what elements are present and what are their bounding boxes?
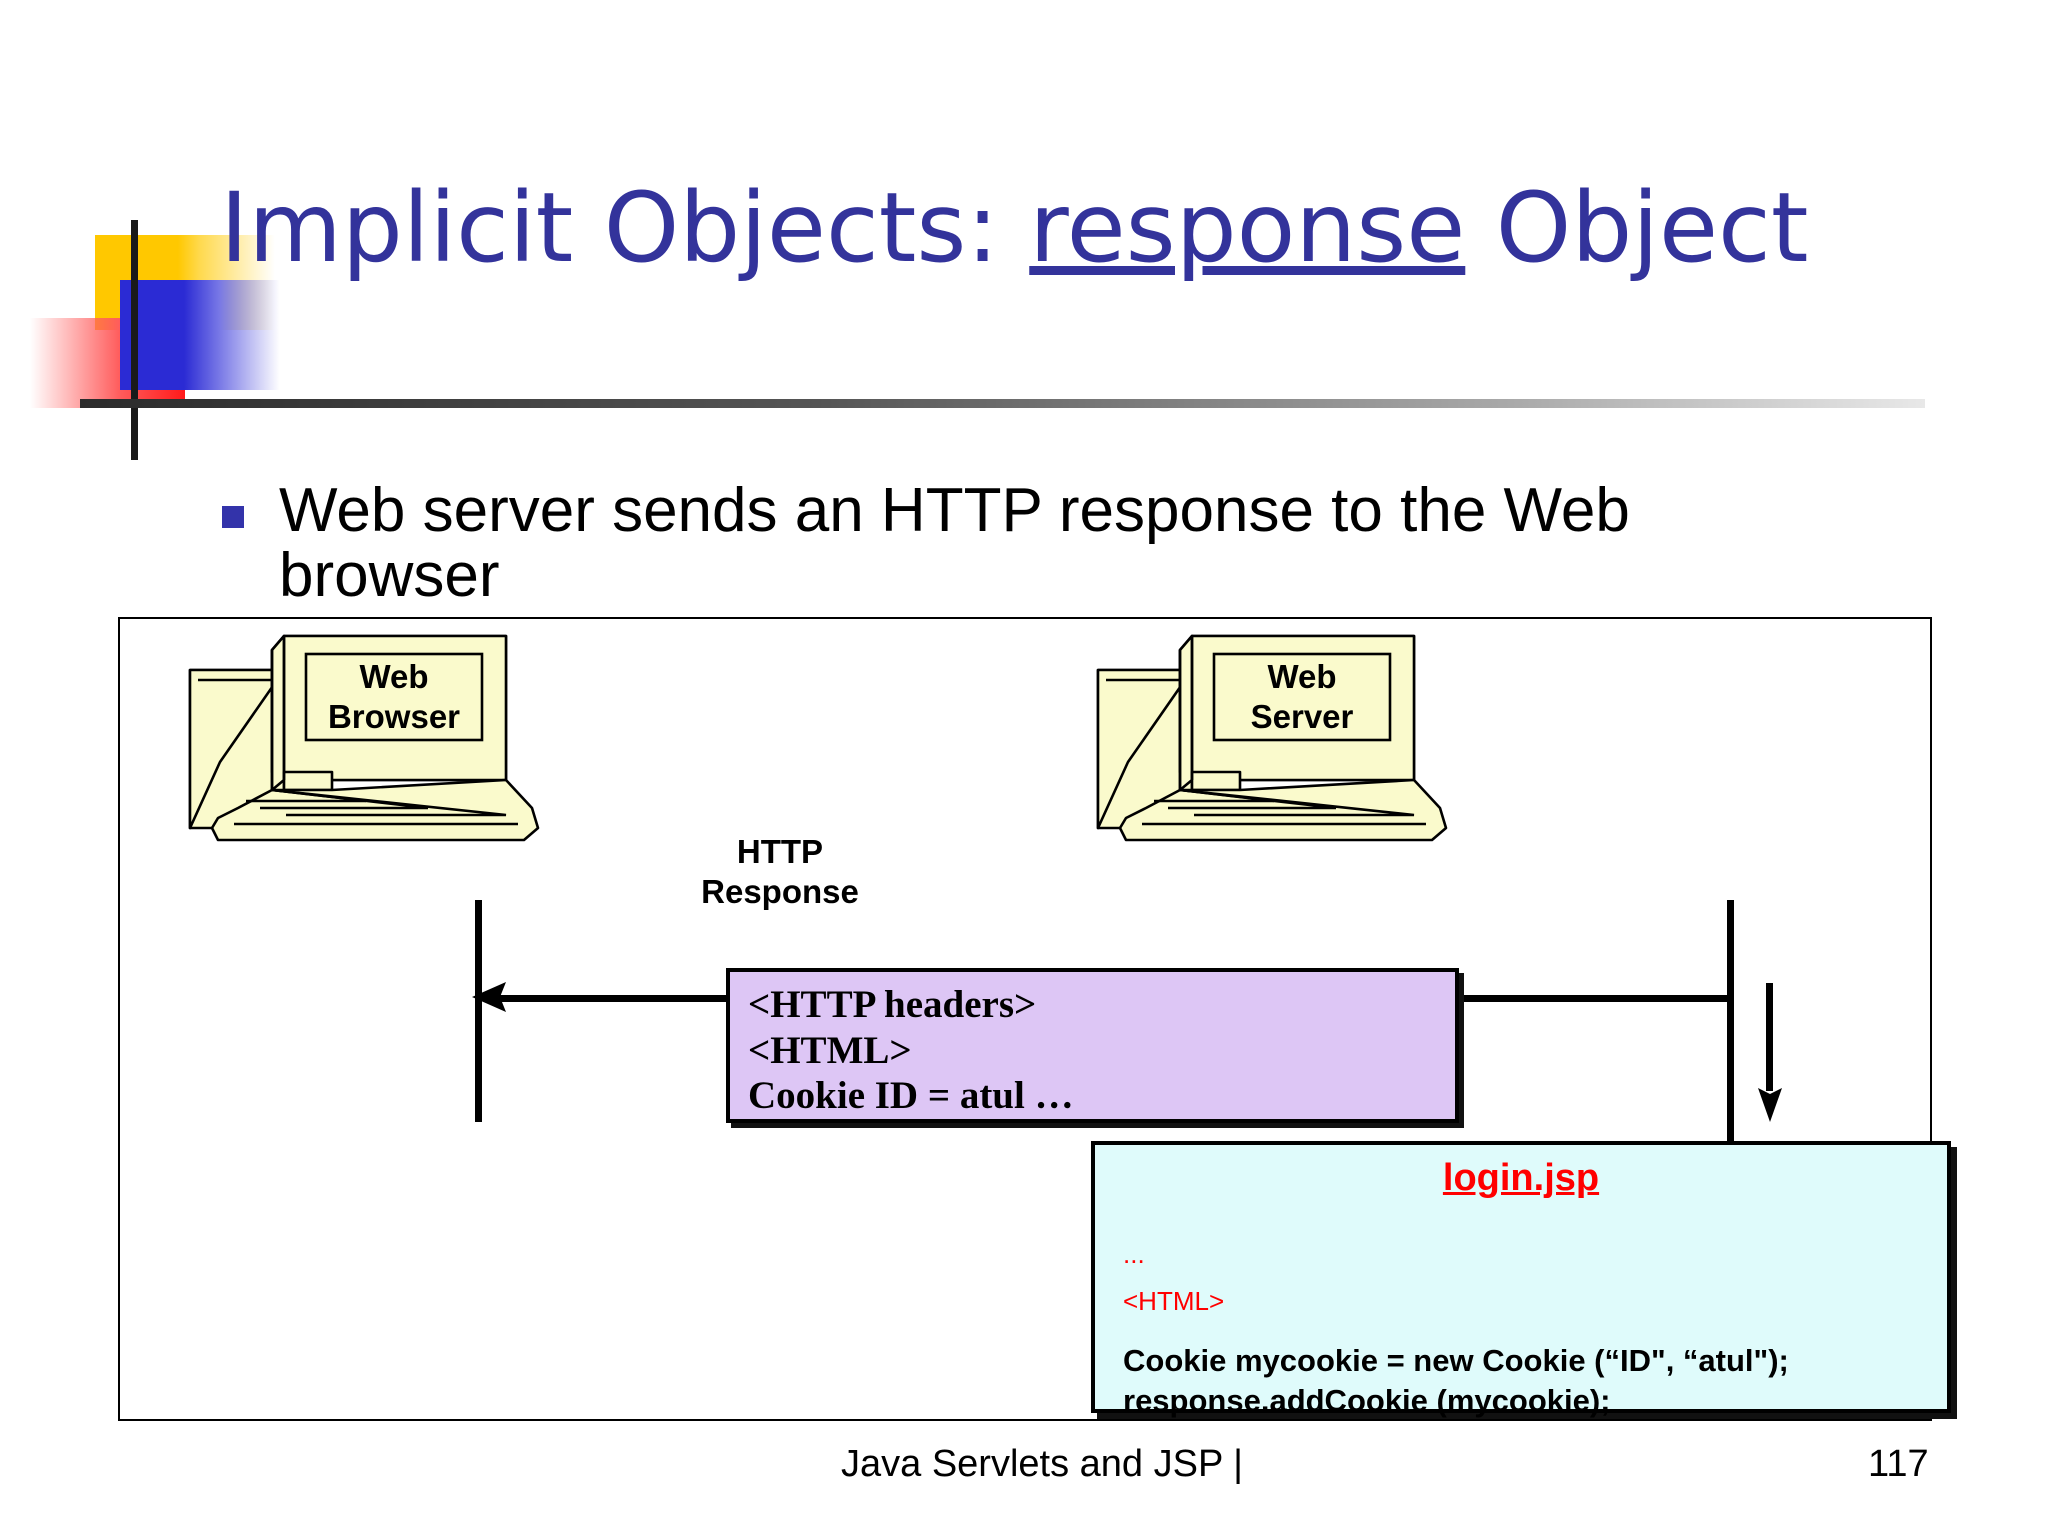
code-box-title: login.jsp	[1442, 1157, 1600, 1199]
flow-label-line2: Response	[701, 873, 859, 911]
code-line-add-cookie: response.addCookie (mycookie);	[1123, 1383, 1611, 1419]
web-browser-computer-illustration: Web Browser	[176, 632, 556, 882]
logo-vertical-line	[131, 220, 138, 460]
web-server-caption-line1: Web	[1267, 657, 1337, 695]
computer-icon	[188, 634, 540, 842]
web-browser-caption: Web Browser	[306, 654, 482, 740]
code-line-ellipsis: ...	[1123, 1239, 1145, 1269]
page-title: Implicit Objects: response Object	[220, 178, 1980, 279]
flow-label-line1: HTTP	[736, 833, 824, 870]
web-server-caption: Web Server	[1214, 654, 1390, 740]
server-down-line	[1766, 983, 1773, 1091]
page-title-prefix: Implicit Objects:	[220, 172, 1030, 284]
message-line-cookie-id: Cookie ID = atul …	[748, 1074, 1074, 1118]
login-jsp-code-box: login.jsp ... <HTML> Cookie mycookie = n…	[1091, 1141, 1951, 1418]
web-server-caption-line2: Server	[1250, 698, 1354, 735]
flow-label-http-response: HTTP Response	[640, 832, 920, 913]
code-line-new-cookie: Cookie mycookie = new Cookie (“ID", “atu…	[1123, 1343, 1789, 1378]
computer-icon	[1096, 634, 1448, 842]
server-stem-line	[1727, 900, 1734, 1145]
page-title-emphasis: response	[1029, 172, 1466, 284]
logo-blue-square	[120, 280, 280, 390]
browser-stem-line	[475, 900, 482, 1122]
server-down-arrowhead-icon	[1758, 1088, 1782, 1122]
title-horizontal-rule	[80, 399, 1925, 408]
footer-course-label: Java Servlets and JSP |	[841, 1443, 1244, 1485]
code-lines-java: Cookie mycookie = new Cookie (“ID", “atu…	[1123, 1341, 1789, 1422]
response-line-right	[1459, 995, 1729, 1002]
message-line-http-headers: <HTTP headers>	[748, 983, 1037, 1026]
diagram-frame	[118, 617, 1932, 1421]
response-arrowhead-icon	[472, 982, 506, 1012]
page-title-suffix: Object	[1465, 172, 1809, 284]
http-response-message-box: <HTTP headers> <HTML> Cookie ID = atul …	[726, 968, 1459, 1123]
footer-page-number: 117	[1868, 1443, 1929, 1485]
bullet-square-icon	[222, 506, 244, 528]
web-browser-caption-line1: Web	[359, 657, 429, 695]
bullet-item-label: Web server sends an HTTP response to the…	[279, 476, 1630, 611]
web-browser-caption-line2: Browser	[327, 698, 461, 735]
message-line-html: <HTML>	[748, 1028, 912, 1072]
code-line-html-tag: <HTML>	[1123, 1286, 1225, 1316]
web-server-computer-illustration: Web Server	[1084, 632, 1464, 882]
response-line-left	[487, 995, 729, 1002]
